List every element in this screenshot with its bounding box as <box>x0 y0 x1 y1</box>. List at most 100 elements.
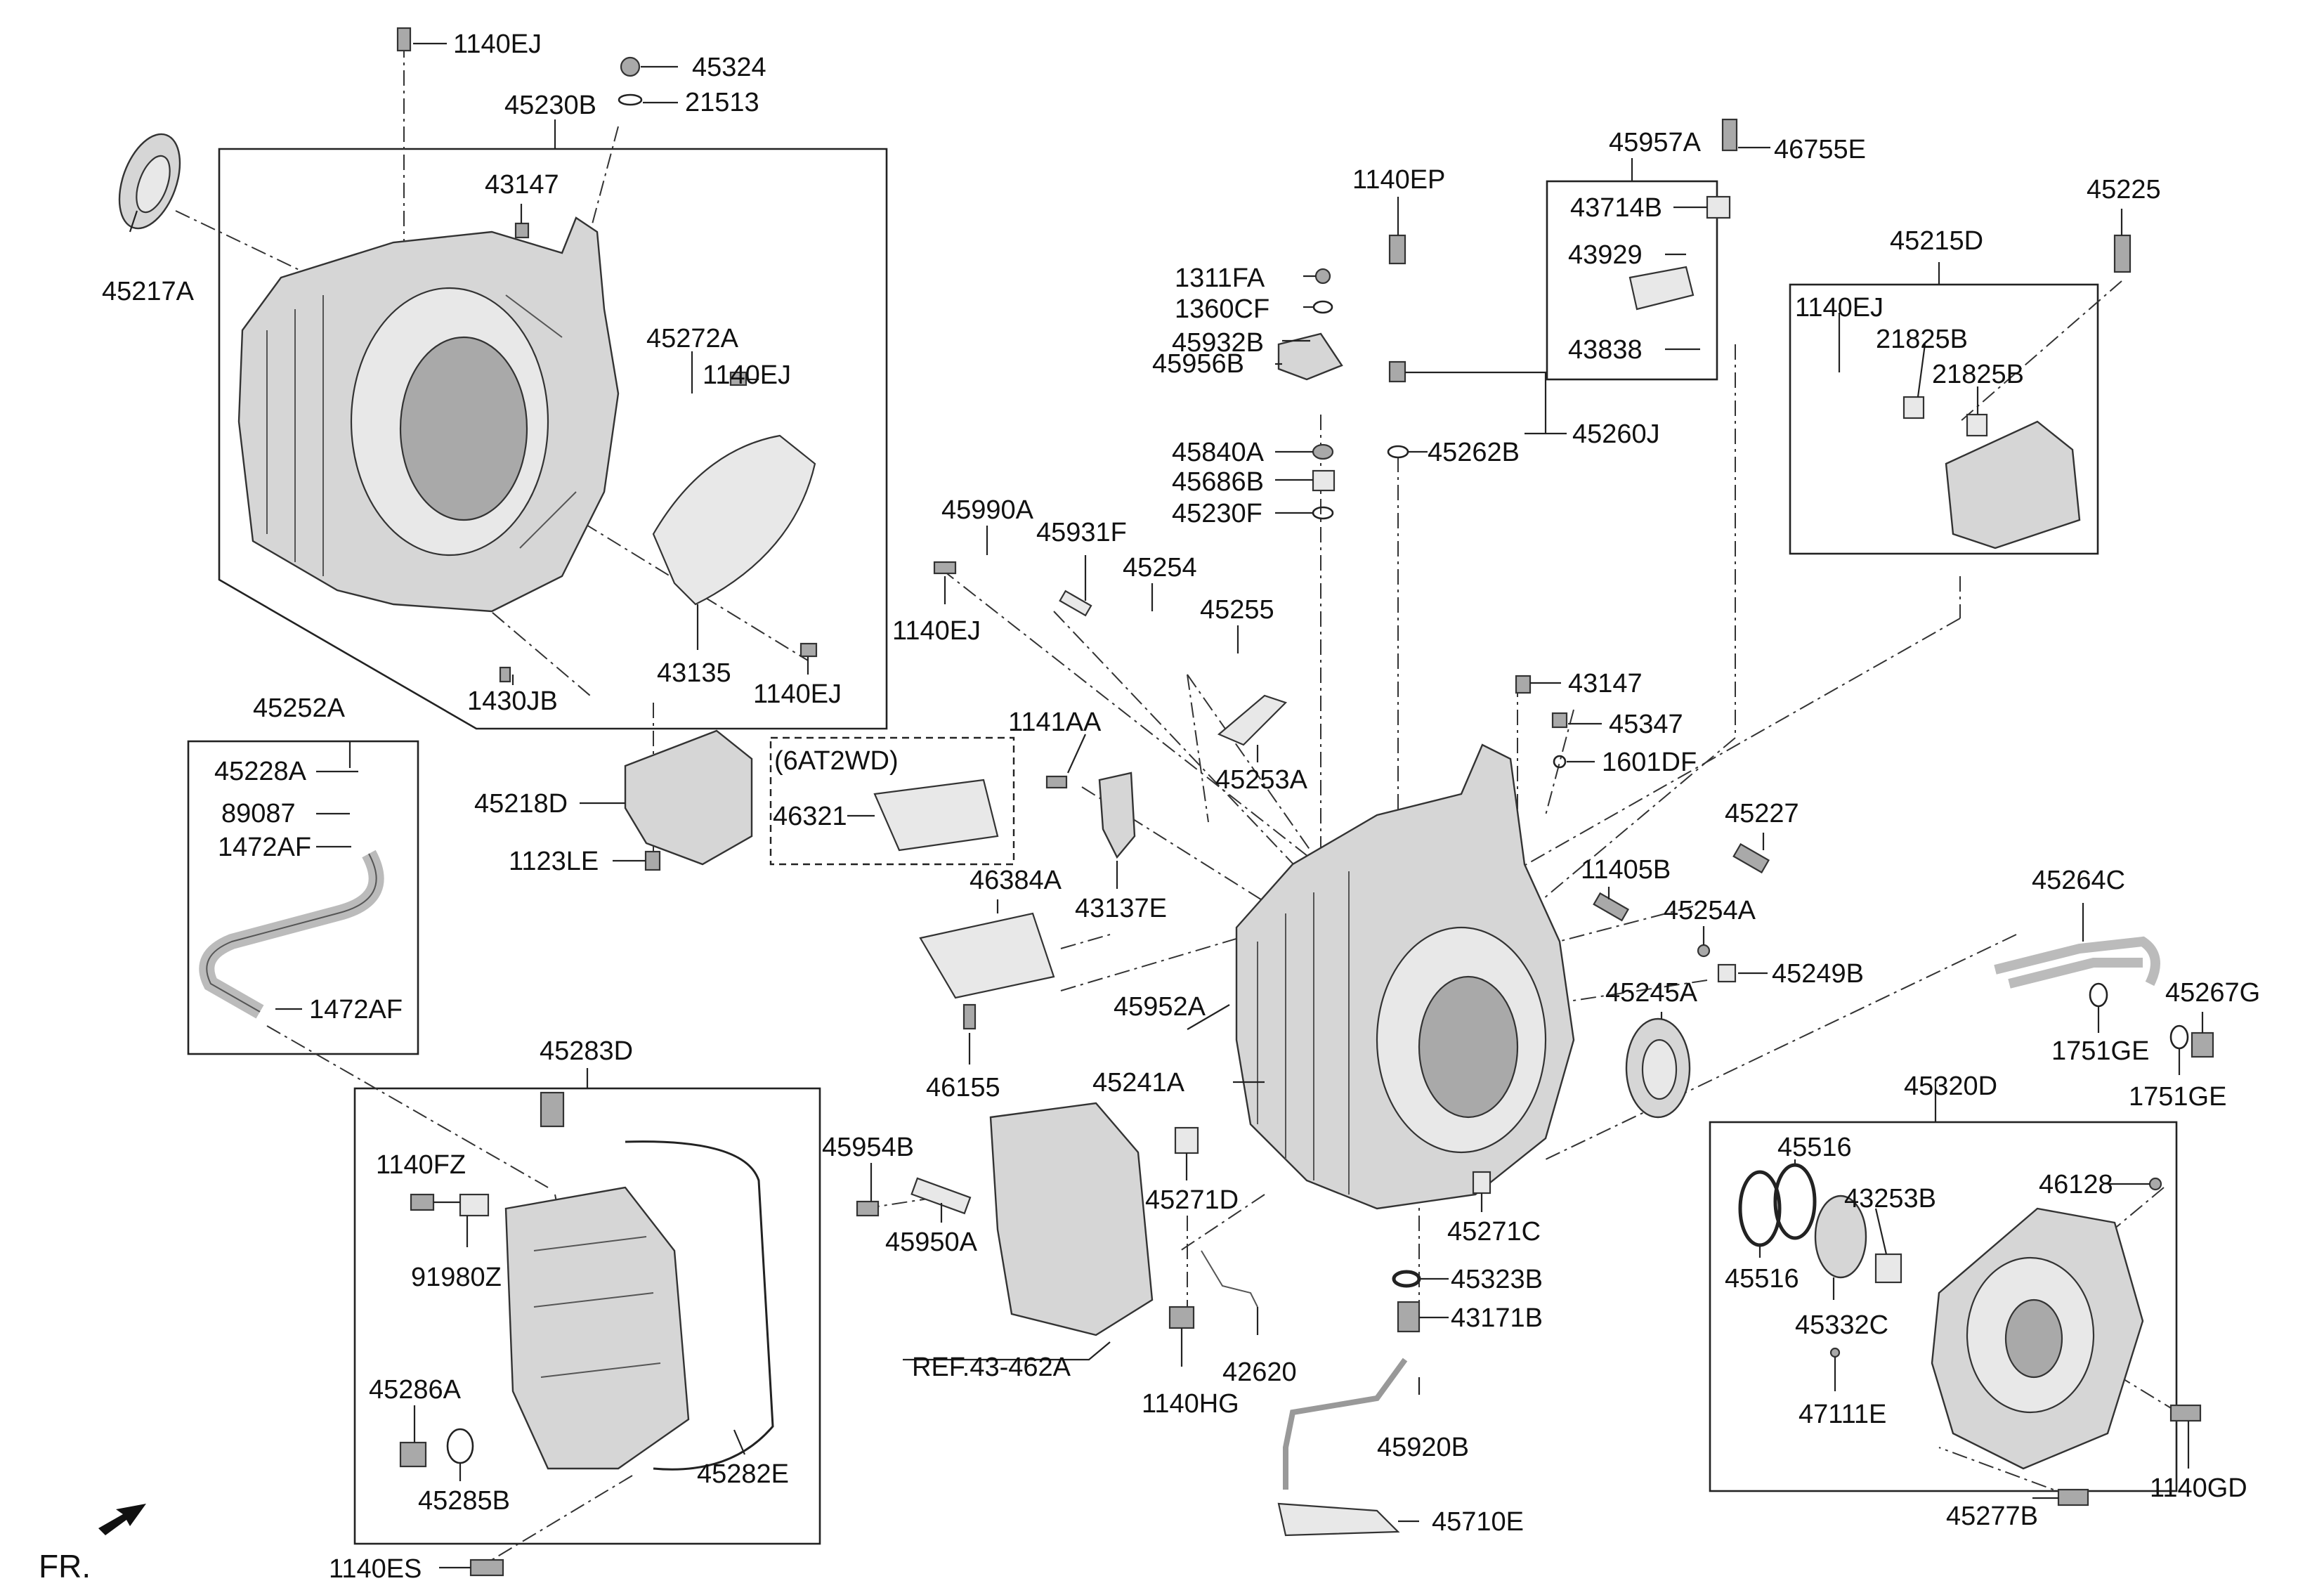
label-46384A: 46384A <box>970 866 1062 895</box>
label-45952A: 45952A <box>1114 992 1206 1022</box>
label-45956B: 45956B <box>1152 349 1244 379</box>
label-45230F: 45230F <box>1172 499 1262 528</box>
label-1140EJ-b: 1140EJ <box>703 360 791 390</box>
bracket-45218D-part <box>624 729 753 866</box>
label-43147-b: 43147 <box>1568 669 1643 698</box>
o-ring-1751GE-a <box>2089 982 2108 1008</box>
clip-21825B-b <box>1966 413 1988 437</box>
plug-43171B <box>1397 1301 1421 1333</box>
bolt-1140FZ <box>410 1193 435 1211</box>
bolt-1140EJ-b <box>729 371 748 386</box>
label-46755E: 46755E <box>1774 135 1866 164</box>
label-1751GE-a: 1751GE <box>2051 1036 2149 1066</box>
bolt-45954B <box>856 1200 880 1217</box>
label-45686B: 45686B <box>1172 467 1264 497</box>
label-46155: 46155 <box>926 1073 1000 1102</box>
label-43135: 43135 <box>657 658 731 688</box>
label-45347: 45347 <box>1609 710 1683 739</box>
plug-45271D <box>1174 1126 1199 1154</box>
pin-45254A <box>1697 944 1711 958</box>
strainer-45710E-part <box>1277 1502 1400 1537</box>
label-45277B: 45277B <box>1946 1502 2038 1531</box>
bolt-1140EP <box>1388 234 1406 265</box>
o-ring-45516-b <box>1773 1163 1817 1240</box>
pin-47111E <box>1829 1347 1841 1358</box>
bolt-1140EJ-top <box>396 27 412 52</box>
box-45320D <box>1709 1121 2178 1492</box>
nut-1311FA <box>1314 268 1331 285</box>
label-45227: 45227 <box>1725 799 1799 828</box>
label-1140GD: 1140GD <box>2150 1473 2247 1503</box>
pin-1430JB <box>499 666 511 683</box>
label-43253B: 43253B <box>1844 1184 1936 1213</box>
bolt-46755E <box>1721 118 1738 152</box>
bolt-1140ES <box>469 1558 504 1577</box>
seal-45840A <box>1312 443 1334 460</box>
filter-46384A-part <box>919 912 1055 999</box>
label-1140FZ: 1140FZ <box>376 1150 466 1180</box>
label-45283D: 45283D <box>540 1036 633 1066</box>
label-1140EP: 1140EP <box>1352 165 1445 195</box>
label-42620: 42620 <box>1222 1358 1297 1387</box>
label-1140EJ-a: 1140EJ <box>453 30 542 59</box>
part-labels: 1140EJ 45324 21513 45230B 43147 45217A 4… <box>39 30 2260 1584</box>
label-45920B: 45920B <box>1377 1433 1469 1462</box>
label-1601DF: 1601DF <box>1602 748 1697 777</box>
converter-housing-part <box>237 216 620 613</box>
o-ring-45323B <box>1392 1270 1421 1288</box>
label-45252A: 45252A <box>253 694 346 723</box>
label-45245A: 45245A <box>1605 978 1698 1008</box>
label-89087: 89087 <box>221 799 296 828</box>
label-45218D: 45218D <box>474 789 568 819</box>
ring-45285B <box>446 1428 474 1464</box>
label-45253A: 45253A <box>1215 765 1308 795</box>
plug-45249B <box>1717 963 1737 983</box>
pin-1601DF <box>1553 755 1567 769</box>
bolt-1123LE <box>644 850 661 871</box>
label-45260J: 45260J <box>1572 419 1660 449</box>
pin-45931F <box>1059 590 1092 617</box>
box-45215D <box>1789 283 2099 555</box>
label-11405B: 11405B <box>1581 855 1671 885</box>
label-1472AF-b: 1472AF <box>309 995 403 1024</box>
bolt-45225 <box>2113 234 2132 273</box>
label-45840A: 45840A <box>1172 438 1265 467</box>
label-1472AF-a: 1472AF <box>218 833 311 862</box>
o-ring-1751GE-b <box>2169 1024 2189 1050</box>
label-45282E: 45282E <box>697 1459 789 1489</box>
label-45254: 45254 <box>1123 553 1197 583</box>
seal-45217A-part <box>118 133 181 230</box>
label-FR: FR. <box>39 1548 91 1584</box>
label-43838: 43838 <box>1568 335 1643 365</box>
transaxle-case-part <box>1235 743 1575 1210</box>
label-45271D: 45271D <box>1145 1185 1239 1215</box>
sleeve-45686B <box>1312 469 1336 492</box>
label-91980Z: 91980Z <box>411 1263 502 1292</box>
clip-21825B-a <box>1902 396 1925 419</box>
plug-45262B-top <box>1388 360 1406 383</box>
label-21825B-a: 21825B <box>1876 325 1968 354</box>
label-1360CF: 1360CF <box>1175 294 1269 324</box>
oil-pan-part <box>504 1140 774 1471</box>
label-45225: 45225 <box>2087 175 2161 204</box>
bracket-42620 <box>1201 1250 1258 1308</box>
bracket-43137E-part <box>1098 772 1136 859</box>
label-21513: 21513 <box>685 88 759 117</box>
label-43929: 43929 <box>1568 240 1643 270</box>
cap-43714B <box>1706 195 1731 219</box>
box-45230B <box>218 148 888 730</box>
bolt-1141AA <box>1045 775 1068 789</box>
label-1123LE: 1123LE <box>509 847 599 876</box>
washer-21513 <box>618 93 643 106</box>
label-45271C: 45271C <box>1447 1217 1541 1247</box>
label-45323B: 45323B <box>1451 1265 1543 1294</box>
bearing-43253B-part <box>1874 1253 1902 1284</box>
group-boxes <box>187 148 2178 1545</box>
label-45320D: 45320D <box>1904 1072 1997 1101</box>
plug-45347 <box>1551 712 1568 729</box>
label-1430JB: 1430JB <box>467 686 558 716</box>
label-1751GE-b: 1751GE <box>2129 1082 2226 1112</box>
rear-cover-part <box>1931 1207 2144 1470</box>
label-43171B: 43171B <box>1451 1303 1543 1333</box>
plug-43147-b <box>1515 675 1532 694</box>
